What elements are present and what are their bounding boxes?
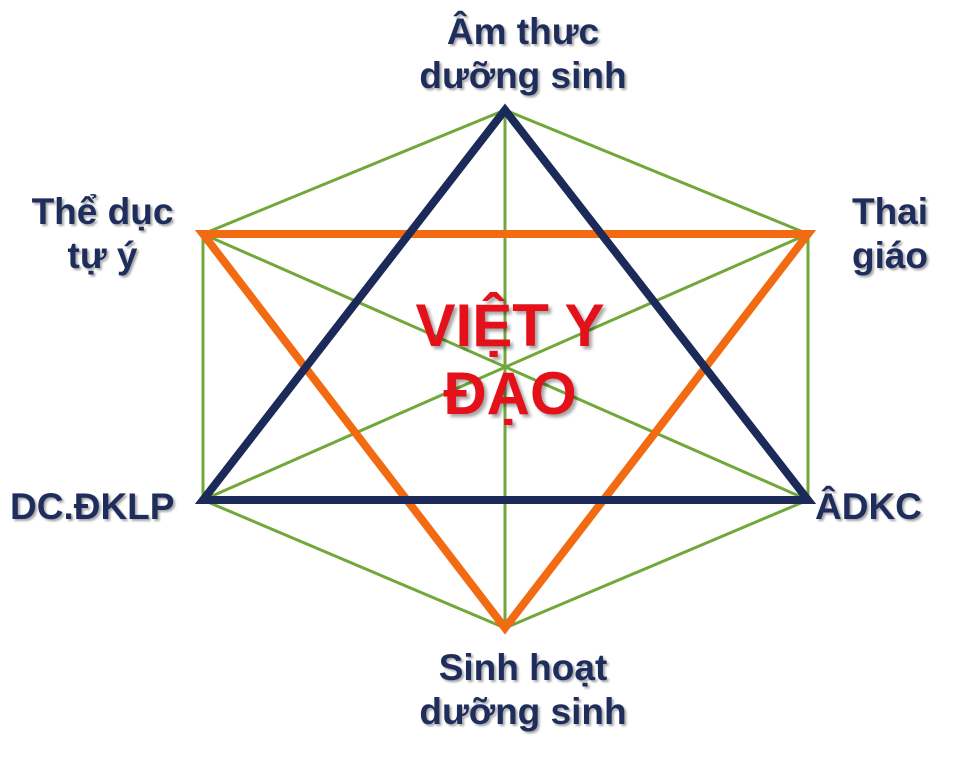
center-title-line2: ĐẠO xyxy=(443,360,577,427)
label-lower-left-text: DC.ĐKLP xyxy=(10,486,175,527)
hex-edge-bottom-left xyxy=(202,498,506,630)
label-lower-left: DC.ĐKLP xyxy=(10,485,174,529)
hex-diagonal-ur-ll xyxy=(202,232,809,502)
label-lower-right-text: ÂDKC xyxy=(815,486,922,527)
label-lower-right: ÂDKC xyxy=(815,485,922,529)
center-title: VIỆT Y ĐẠO xyxy=(330,292,690,428)
label-upper-right: Thai giáo xyxy=(835,190,945,278)
label-upper-left-line2: tự ý xyxy=(67,235,138,276)
center-title-line1: VIỆT Y xyxy=(415,292,605,359)
orange-triangle xyxy=(194,230,817,635)
label-upper-left: Thể dục tự ý xyxy=(20,190,185,278)
label-top-line2: dưỡng sinh xyxy=(419,55,627,96)
label-bottom-line1: Sinh hoạt xyxy=(438,647,608,688)
hexagon-lines xyxy=(201,108,810,630)
label-bottom: Sinh hoạt dưỡng sinh xyxy=(403,646,643,734)
label-upper-right-line1: Thai xyxy=(851,191,929,232)
hex-edge-top-left xyxy=(202,108,506,236)
label-top: Âm thưc dưỡng sinh xyxy=(403,10,643,98)
label-upper-left-line1: Thể dục xyxy=(31,191,174,232)
navy-triangle xyxy=(194,103,817,504)
label-top-line1: Âm thưc xyxy=(446,11,600,52)
label-upper-right-line2: giáo xyxy=(851,235,929,276)
hex-edge-top-right xyxy=(504,108,809,236)
label-bottom-line2: dưỡng sinh xyxy=(419,691,627,732)
hex-edge-bottom-right xyxy=(504,498,809,630)
